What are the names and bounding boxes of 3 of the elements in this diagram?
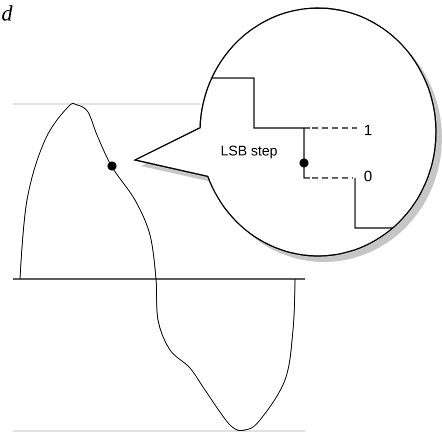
level-label: 1 <box>364 124 372 136</box>
text-fragment: d <box>2 5 13 21</box>
level-label: 0 <box>364 170 372 182</box>
